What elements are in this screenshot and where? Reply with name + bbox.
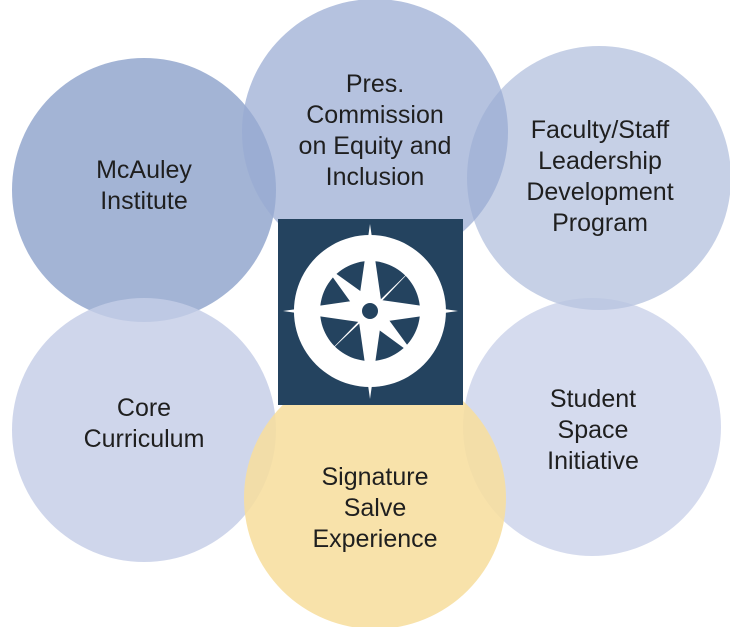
student-space-circle: [463, 298, 721, 556]
mcauley-circle: [12, 58, 276, 322]
compass-tile: [278, 219, 463, 405]
compass-center-dot: [362, 303, 378, 319]
commission-circle: [242, 0, 508, 265]
leadership-program-circle: [467, 46, 730, 310]
signature-experience-circle: [244, 367, 506, 627]
compass-icon: [283, 224, 458, 399]
core-curriculum-circle: [12, 298, 276, 562]
